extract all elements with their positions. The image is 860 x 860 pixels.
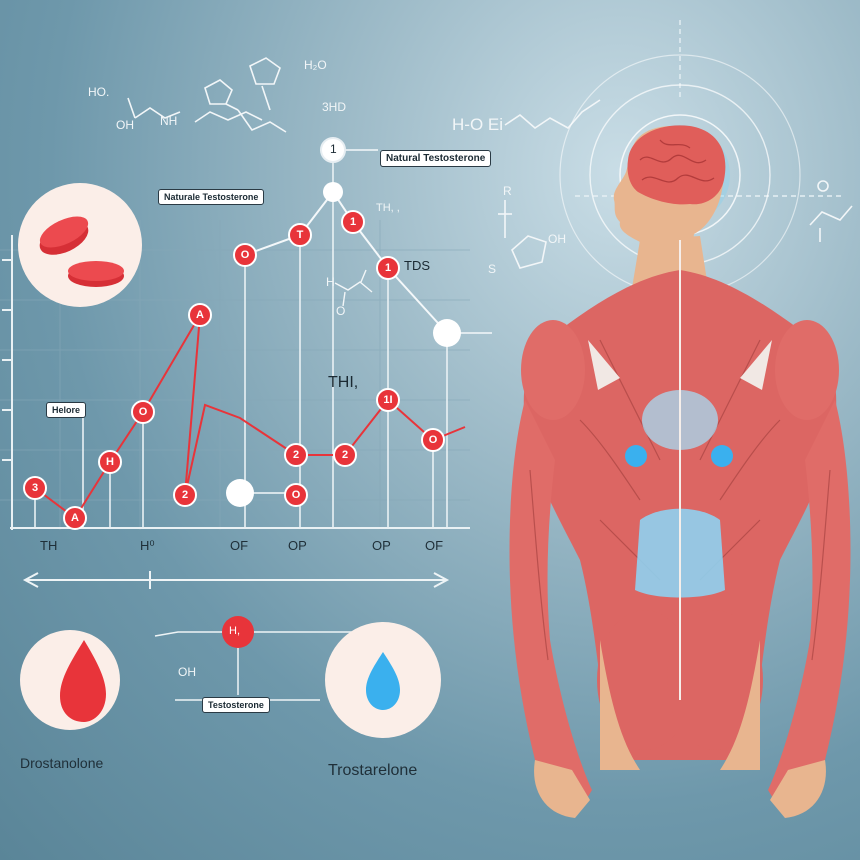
chem-nh: NH bbox=[160, 114, 178, 128]
red-data-point: 1 bbox=[341, 210, 365, 234]
natural-testosterone-tag: Natural Testosterone bbox=[380, 150, 492, 167]
chem-oh: OH bbox=[116, 118, 134, 132]
placebo-tag: Helore bbox=[46, 402, 87, 418]
testosterone-tag: Testosterone bbox=[202, 697, 270, 713]
x-tick-label: TH bbox=[40, 538, 58, 553]
red-drop-icon bbox=[60, 640, 106, 722]
chem-oh-2: OH bbox=[548, 232, 566, 246]
x-tick-label: OF bbox=[230, 538, 249, 553]
red-data-point: T bbox=[288, 223, 312, 247]
red-data-point: 3 bbox=[23, 476, 47, 500]
left-glute bbox=[597, 610, 693, 750]
trostarelone-label: Trostarelone bbox=[328, 762, 418, 779]
red-data-point: 1 bbox=[376, 256, 400, 280]
left-deltoid bbox=[521, 320, 585, 420]
red-data-point: H bbox=[98, 450, 122, 474]
chem-r: R bbox=[503, 184, 512, 198]
red-data-point: O bbox=[131, 400, 155, 424]
chem-h: H bbox=[326, 275, 335, 289]
pill-icon bbox=[39, 216, 124, 287]
red-data-point: A bbox=[63, 506, 87, 530]
white-marker-2 bbox=[323, 182, 343, 202]
red-data-point: O bbox=[284, 483, 308, 507]
white-marker-3 bbox=[433, 319, 461, 347]
blue-drop-icon bbox=[366, 652, 400, 710]
blue-node-left bbox=[625, 445, 647, 467]
marker-1-label: 1 bbox=[330, 142, 337, 156]
right-deltoid bbox=[775, 320, 839, 420]
th-mid-label: TH, , bbox=[376, 202, 400, 214]
red-data-point: O bbox=[233, 243, 257, 267]
left-arm bbox=[509, 400, 592, 810]
right-arm bbox=[768, 400, 851, 810]
naturale-testosterone-tag: Naturale Testosterone bbox=[158, 189, 265, 205]
human-figure bbox=[509, 125, 851, 818]
red-data-point: 2 bbox=[173, 483, 197, 507]
chem-o: O bbox=[336, 304, 346, 318]
left-hand bbox=[534, 760, 590, 818]
drostanolone-label: Drostanolone bbox=[20, 755, 104, 771]
chem-structure-right bbox=[498, 99, 853, 269]
x-tick-label: OF bbox=[425, 538, 444, 553]
timeline-arrow bbox=[22, 571, 450, 589]
chem-ho-ei: H-O Ei bbox=[452, 115, 503, 134]
white-marker-4 bbox=[226, 479, 254, 507]
bottom-marker-label: H, bbox=[229, 625, 240, 637]
blue-node-right bbox=[711, 445, 733, 467]
red-data-point: 2 bbox=[284, 443, 308, 467]
chem-s: S bbox=[488, 262, 497, 276]
oh-label: OH bbox=[178, 665, 196, 679]
red-data-point: O bbox=[421, 428, 445, 452]
chem-structure-top bbox=[127, 57, 287, 133]
red-data-point: A bbox=[188, 303, 212, 327]
y-ticks bbox=[2, 259, 12, 461]
right-hand bbox=[770, 760, 826, 818]
brain bbox=[627, 125, 726, 205]
bottom-connector bbox=[154, 631, 380, 637]
red-data-point: 1I bbox=[376, 388, 400, 412]
chem-h2o: H₂O bbox=[304, 58, 327, 72]
white-marker-1 bbox=[320, 137, 346, 163]
chem-3hd: 3HD bbox=[322, 100, 347, 114]
x-tick-label: OP bbox=[372, 538, 391, 553]
x-tick-label: OP bbox=[288, 538, 307, 553]
chem-ho: HO. bbox=[88, 85, 110, 99]
tds-label: TDS bbox=[404, 258, 430, 273]
x-tick-label: H⁰ bbox=[140, 538, 155, 553]
bottom-red-marker bbox=[222, 616, 254, 648]
right-glute bbox=[667, 610, 763, 750]
chem-structure-mid bbox=[334, 269, 373, 307]
red-data-point: 2 bbox=[333, 443, 357, 467]
thi-label: THI, bbox=[328, 374, 359, 391]
